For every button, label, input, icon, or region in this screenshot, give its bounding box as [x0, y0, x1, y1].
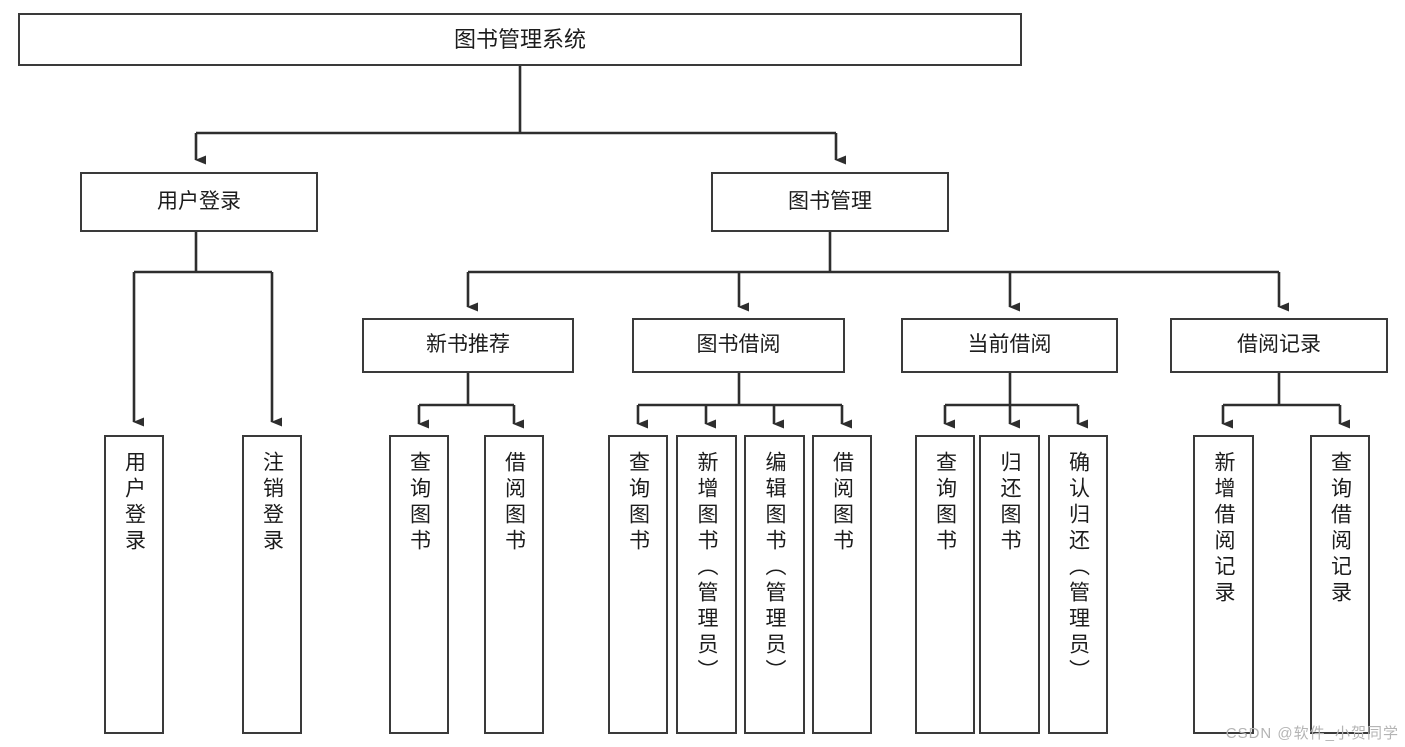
leaf-user-login-logout[interactable]: 注销登录 — [242, 435, 302, 734]
node-label: 编辑图书（管理员） — [763, 451, 786, 685]
node-label: 图书借阅 — [696, 333, 781, 357]
leaf-borrow-add-book-admin[interactable]: 新增图书（管理员） — [676, 435, 737, 734]
node-label: 查询图书 — [933, 451, 957, 555]
leaf-current-query-book[interactable]: 查询图书 — [915, 435, 975, 734]
node-label: 当前借阅 — [967, 333, 1052, 357]
node-label: 新增借阅记录 — [1212, 451, 1235, 607]
node-label: 图书管理系统 — [453, 26, 586, 52]
leaf-record-add-record[interactable]: 新增借阅记录 — [1193, 435, 1254, 734]
node-book-borrow[interactable]: 图书借阅 — [632, 318, 845, 373]
leaf-borrow-edit-book-admin[interactable]: 编辑图书（管理员） — [744, 435, 805, 734]
node-label: 新增图书（管理员） — [695, 451, 718, 685]
node-label: 查询借阅记录 — [1328, 451, 1352, 607]
node-root-library-system[interactable]: 图书管理系统 — [18, 13, 1022, 66]
leaf-user-login-login[interactable]: 用户登录 — [104, 435, 164, 734]
leaf-current-return-book[interactable]: 归还图书 — [979, 435, 1040, 734]
node-label: 用户登录 — [122, 451, 146, 555]
leaf-borrow-borrow-book[interactable]: 借阅图书 — [812, 435, 872, 734]
node-book-management[interactable]: 图书管理 — [711, 172, 949, 232]
watermark: CSDN @软件_小贺同学 — [1225, 725, 1399, 742]
leaf-recommend-borrow-book[interactable]: 借阅图书 — [484, 435, 544, 734]
node-label: 借阅图书 — [502, 451, 526, 555]
node-label: 注销登录 — [260, 451, 284, 555]
leaf-borrow-query-book[interactable]: 查询图书 — [608, 435, 668, 734]
node-label: 归还图书 — [998, 451, 1021, 555]
node-label: 借阅记录 — [1237, 333, 1321, 357]
node-label: 查询图书 — [626, 451, 650, 555]
leaf-record-query-record[interactable]: 查询借阅记录 — [1310, 435, 1370, 734]
leaf-recommend-query-book[interactable]: 查询图书 — [389, 435, 449, 734]
node-label: 查询图书 — [407, 451, 431, 555]
node-label: 借阅图书 — [830, 451, 854, 555]
node-label: 用户登录 — [157, 189, 241, 213]
node-new-book-recommend[interactable]: 新书推荐 — [362, 318, 574, 373]
node-label: 新书推荐 — [426, 333, 510, 357]
node-user-login[interactable]: 用户登录 — [80, 172, 318, 232]
node-label: 确认归还（管理员） — [1066, 451, 1090, 685]
node-borrow-record[interactable]: 借阅记录 — [1170, 318, 1388, 373]
leaf-current-confirm-return-admin[interactable]: 确认归还（管理员） — [1048, 435, 1108, 734]
node-label: 图书管理 — [788, 189, 872, 213]
node-current-borrow[interactable]: 当前借阅 — [901, 318, 1118, 373]
